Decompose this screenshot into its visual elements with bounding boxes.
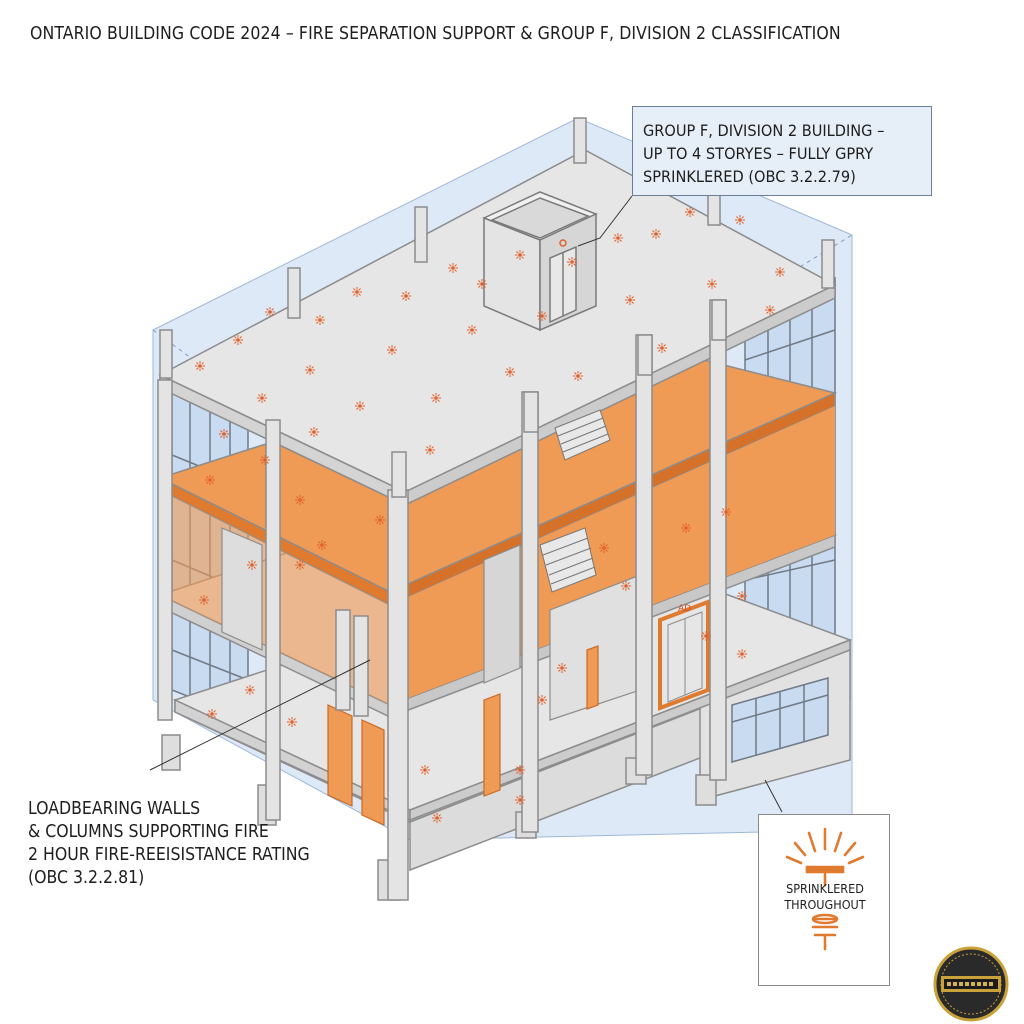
callout-line: (OBC 3.2.2.81) (28, 868, 145, 888)
leader-lines (149, 195, 783, 813)
loadbearing-callout: LOADBEARING WALLS & COLUMNS SUPPORTING F… (28, 798, 310, 890)
sprinkler-head (721, 507, 731, 517)
sprinkler-head (505, 367, 515, 377)
sprinkler-head (515, 795, 525, 805)
sprinkler-head (651, 229, 661, 239)
sprinkler-head (247, 560, 257, 570)
sprinkler-head-icon (785, 827, 865, 951)
legend-line: SPRINKLERED (786, 881, 864, 896)
sprinkler-head (287, 717, 297, 727)
sprinkler-head (352, 287, 362, 297)
sprinkler-head (448, 263, 458, 273)
certification-seal-icon (933, 946, 1009, 1022)
door-label: AD (678, 604, 691, 614)
alarm-icon (559, 239, 567, 247)
classification-callout: GROUP F, DIVISION 2 BUILDING – UP TO 4 S… (632, 106, 932, 196)
sprinkler-head (737, 591, 747, 601)
columns (157, 117, 835, 901)
sprinkler-head (305, 365, 315, 375)
sprinkler-head (775, 267, 785, 277)
sprinkler-head (233, 335, 243, 345)
sprinkler-head (425, 445, 435, 455)
roof-penthouse (482, 191, 598, 332)
sprinkler-legend: SPRINKLERED THROUGHOUT (758, 814, 890, 986)
sprinkler-head (737, 649, 747, 659)
sprinkler-head (420, 765, 430, 775)
sprinkler-head (245, 685, 255, 695)
sprinkler-head (387, 345, 397, 355)
sprinkler-head (515, 250, 525, 260)
sprinkler-head (765, 305, 775, 315)
sprinkler-head (295, 495, 305, 505)
sprinkler-head (317, 540, 327, 550)
legend-line: THROUGHOUT (784, 897, 866, 912)
callout-line: & COLUMNS SUPPORTING FIRE (28, 822, 269, 842)
sprinkler-head (735, 215, 745, 225)
sprinkler-head (355, 401, 365, 411)
page-title: ONTARIO BUILDING CODE 2024 – FIRE SEPARA… (30, 24, 841, 44)
sprinkler-head (621, 581, 631, 591)
sprinkler-head (260, 455, 270, 465)
sprinkler-head (701, 631, 711, 641)
sprinkler-head (515, 765, 525, 775)
sprinkler-heads (195, 207, 785, 823)
callout-line: GROUP F, DIVISION 2 BUILDING – (643, 121, 885, 140)
sprinkler-head (199, 595, 209, 605)
sprinkler-head (315, 315, 325, 325)
stairs (539, 409, 611, 593)
sprinkler-head (219, 429, 229, 439)
sprinkler-head (207, 709, 217, 719)
sprinkler-head (375, 515, 385, 525)
sprinkler-head (613, 233, 623, 243)
callout-line: SPRINKLERED (OBC 3.2.2.79) (643, 167, 856, 186)
sprinkler-head (567, 257, 577, 267)
sprinkler-head (681, 523, 691, 533)
fire-rated-door (658, 599, 710, 711)
sprinkler-head (257, 393, 267, 403)
callout-line: LOADBEARING WALLS (28, 799, 201, 819)
sprinkler-head (557, 663, 567, 673)
sprinkler-head (309, 427, 319, 437)
sprinkler-head (685, 207, 695, 217)
sprinkler-head (707, 279, 717, 289)
sprinkler-head (599, 543, 609, 553)
interior-walls (221, 527, 641, 826)
sprinkler-head (401, 291, 411, 301)
sprinkler-head (205, 475, 215, 485)
sprinkler-head (295, 560, 305, 570)
sprinkler-head (265, 307, 275, 317)
sprinkler-head (431, 393, 441, 403)
sprinkler-head (467, 325, 477, 335)
callout-line: 2 HOUR FIRE-REEISISTANCE RATING (28, 845, 310, 865)
callout-line: UP TO 4 STORYES – FULLY GPRY (643, 144, 874, 163)
sprinkler-head (537, 695, 547, 705)
sprinkler-head (573, 371, 583, 381)
sprinkler-head (477, 279, 487, 289)
sprinkler-head (657, 343, 667, 353)
sprinkler-head (537, 311, 547, 321)
sprinkler-head (625, 295, 635, 305)
sprinkler-head (432, 813, 442, 823)
sprinkler-head (195, 361, 205, 371)
